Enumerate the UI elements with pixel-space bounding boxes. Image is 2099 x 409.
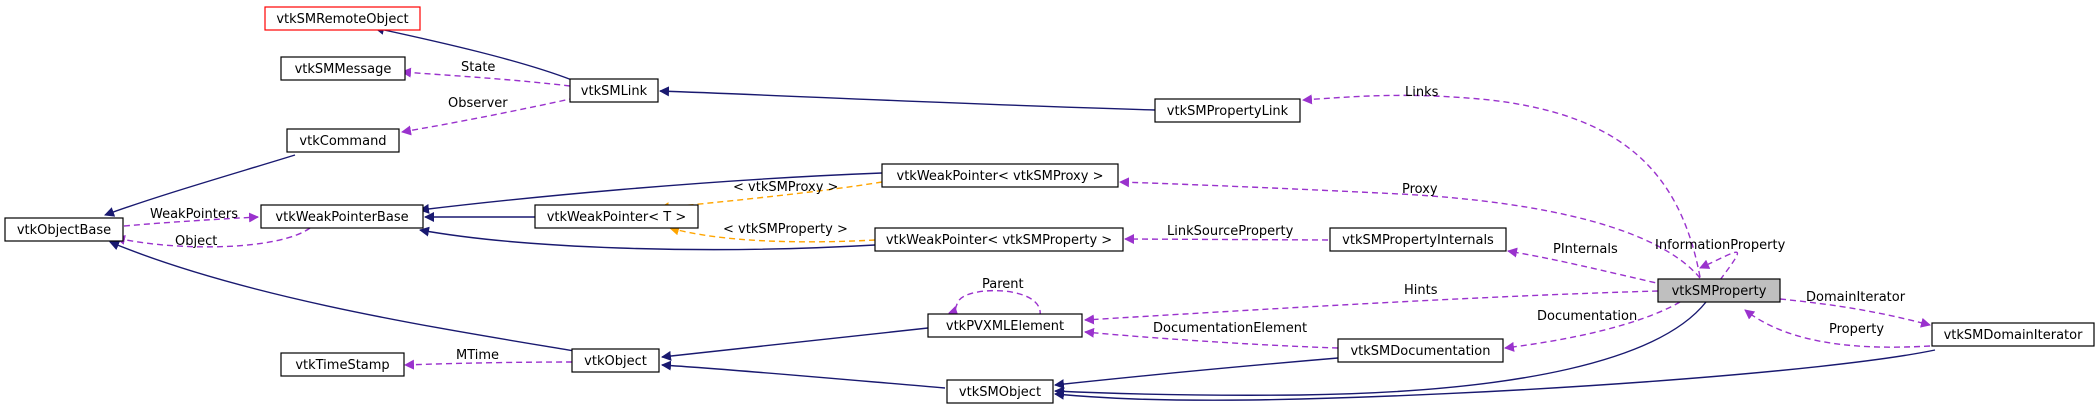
edge-proxy — [1119, 177, 1701, 279]
edge-observer — [401, 97, 576, 136]
edge-domain-iterator-to-sm-object — [1054, 349, 1936, 401]
label-mtime: MTime — [456, 348, 499, 363]
node-vtk-weak-pointer-base[interactable]: vtkWeakPointerBase — [260, 204, 424, 229]
node-vtk-sm-link[interactable]: vtkSMLink — [569, 78, 659, 103]
node-vtk-timestamp[interactable]: vtkTimeStamp — [280, 352, 405, 377]
node-vtk-sm-documentation[interactable]: vtkSMDocumentation — [1337, 338, 1504, 363]
edge-property-to-sm-object — [1054, 301, 1707, 397]
edge-documentation-to-sm-object — [1054, 357, 1339, 390]
label-documentation: Documentation — [1537, 309, 1637, 324]
edge-weak-property-to-base — [419, 226, 876, 251]
label-links: Links — [1405, 85, 1439, 100]
node-label-command: vtkCommand — [299, 134, 386, 149]
node-label-vtk-object: vtkObject — [584, 354, 647, 369]
nodes: vtkSMRemoteObject vtkSMMessage vtkSMLink… — [4, 6, 2095, 404]
node-vtk-sm-object[interactable]: vtkSMObject — [946, 379, 1054, 404]
label-domain-iterator: DomainIterator — [1806, 290, 1906, 305]
edge-parent — [948, 289, 1041, 317]
label-parent: Parent — [982, 277, 1024, 292]
label-property-template: < vtkSMProperty > — [723, 222, 848, 237]
node-label-link: vtkSMLink — [581, 84, 648, 99]
edge-vtk-object-to-object-base — [109, 240, 581, 353]
node-vtk-sm-property[interactable]: vtkSMProperty — [1657, 278, 1781, 303]
edge-pinternals — [1507, 247, 1666, 286]
node-vtk-object-base[interactable]: vtkObjectBase — [4, 217, 124, 242]
node-vtk-weak-pointer-sm-property[interactable]: vtkWeakPointer< vtkSMProperty > — [874, 227, 1124, 252]
label-observer: Observer — [448, 96, 508, 111]
edge-weak-proxy-to-base — [419, 172, 883, 214]
label-object: Object — [175, 234, 217, 249]
edge-pvxml-to-vtk-object — [661, 327, 929, 361]
node-label-object-base: vtkObjectBase — [17, 223, 111, 238]
label-state: State — [461, 60, 495, 75]
node-label-sm-property: vtkSMProperty — [1672, 284, 1767, 299]
label-information-property: InformationProperty — [1655, 238, 1786, 253]
edge-weak-pointers — [123, 212, 259, 227]
label-link-source-property: LinkSourceProperty — [1167, 224, 1294, 239]
node-vtk-sm-remote-object[interactable]: vtkSMRemoteObject — [264, 6, 421, 31]
node-vtk-weak-pointer-t[interactable]: vtkWeakPointer< T > — [534, 204, 699, 229]
node-label-remote-object: vtkSMRemoteObject — [276, 12, 408, 27]
node-label-weak-pointer-proxy: vtkWeakPointer< vtkSMProxy > — [897, 169, 1104, 184]
edge-hints — [1084, 290, 1659, 325]
node-label-sm-object: vtkSMObject — [959, 385, 1041, 400]
edge-labels: State Observer Links WeakPointers Object… — [150, 60, 1906, 363]
node-label-property-link: vtkSMPropertyLink — [1167, 104, 1289, 119]
node-vtk-sm-message[interactable]: vtkSMMessage — [280, 56, 406, 81]
edges — [104, 25, 1936, 401]
label-proxy-template: < vtkSMProxy > — [733, 180, 838, 195]
node-vtk-sm-domain-iterator[interactable]: vtkSMDomainIterator — [1931, 322, 2095, 347]
node-label-domain-iterator: vtkSMDomainIterator — [1944, 328, 2084, 343]
label-weak-pointers: WeakPointers — [150, 207, 238, 222]
edge-mtime — [404, 359, 573, 370]
node-vtk-sm-property-link[interactable]: vtkSMPropertyLink — [1154, 98, 1301, 123]
edge-link-source-property — [1124, 234, 1329, 245]
edge-information-property — [1699, 251, 1739, 281]
edge-sm-object-to-vtk-object — [661, 360, 946, 389]
label-proxy: Proxy — [1402, 182, 1438, 197]
node-label-weak-pointer-t: vtkWeakPointer< T > — [547, 210, 687, 225]
edge-links — [1302, 94, 1701, 278]
node-label-weak-pointer-base: vtkWeakPointerBase — [275, 210, 408, 225]
node-vtk-sm-property-internals[interactable]: vtkSMPropertyInternals — [1329, 227, 1507, 252]
label-hints: Hints — [1404, 283, 1438, 298]
edge-property — [1744, 309, 1931, 348]
node-vtk-pvxml-element[interactable]: vtkPVXMLElement — [927, 313, 1083, 338]
node-vtk-weak-pointer-sm-proxy[interactable]: vtkWeakPointer< vtkSMProxy > — [881, 163, 1119, 188]
label-property: Property — [1829, 322, 1884, 337]
node-label-property-internals: vtkSMPropertyInternals — [1342, 233, 1494, 248]
edge-domain-iterator — [1779, 298, 1931, 328]
edge-link-to-remote-object — [374, 25, 573, 81]
edge-property-link-to-link — [659, 86, 1156, 111]
edge-object — [115, 227, 311, 248]
node-label-weak-pointer-property: vtkWeakPointer< vtkSMProperty > — [886, 233, 1112, 248]
node-label-timestamp: vtkTimeStamp — [295, 358, 389, 373]
edge-documentation-element — [1084, 327, 1339, 349]
node-label-pvxml-element: vtkPVXMLElement — [946, 319, 1064, 334]
edge-state — [401, 67, 571, 87]
edge-command-to-object-base — [104, 154, 296, 217]
edge-template-property — [669, 225, 876, 243]
node-label-sm-documentation: vtkSMDocumentation — [1350, 344, 1490, 359]
label-documentation-element: DocumentationElement — [1153, 321, 1307, 336]
node-label-message: vtkSMMessage — [295, 62, 392, 77]
edge-documentation — [1504, 301, 1681, 352]
node-vtk-object[interactable]: vtkObject — [571, 348, 660, 373]
node-vtk-command[interactable]: vtkCommand — [286, 128, 400, 153]
label-pinternals: PInternals — [1553, 242, 1618, 257]
